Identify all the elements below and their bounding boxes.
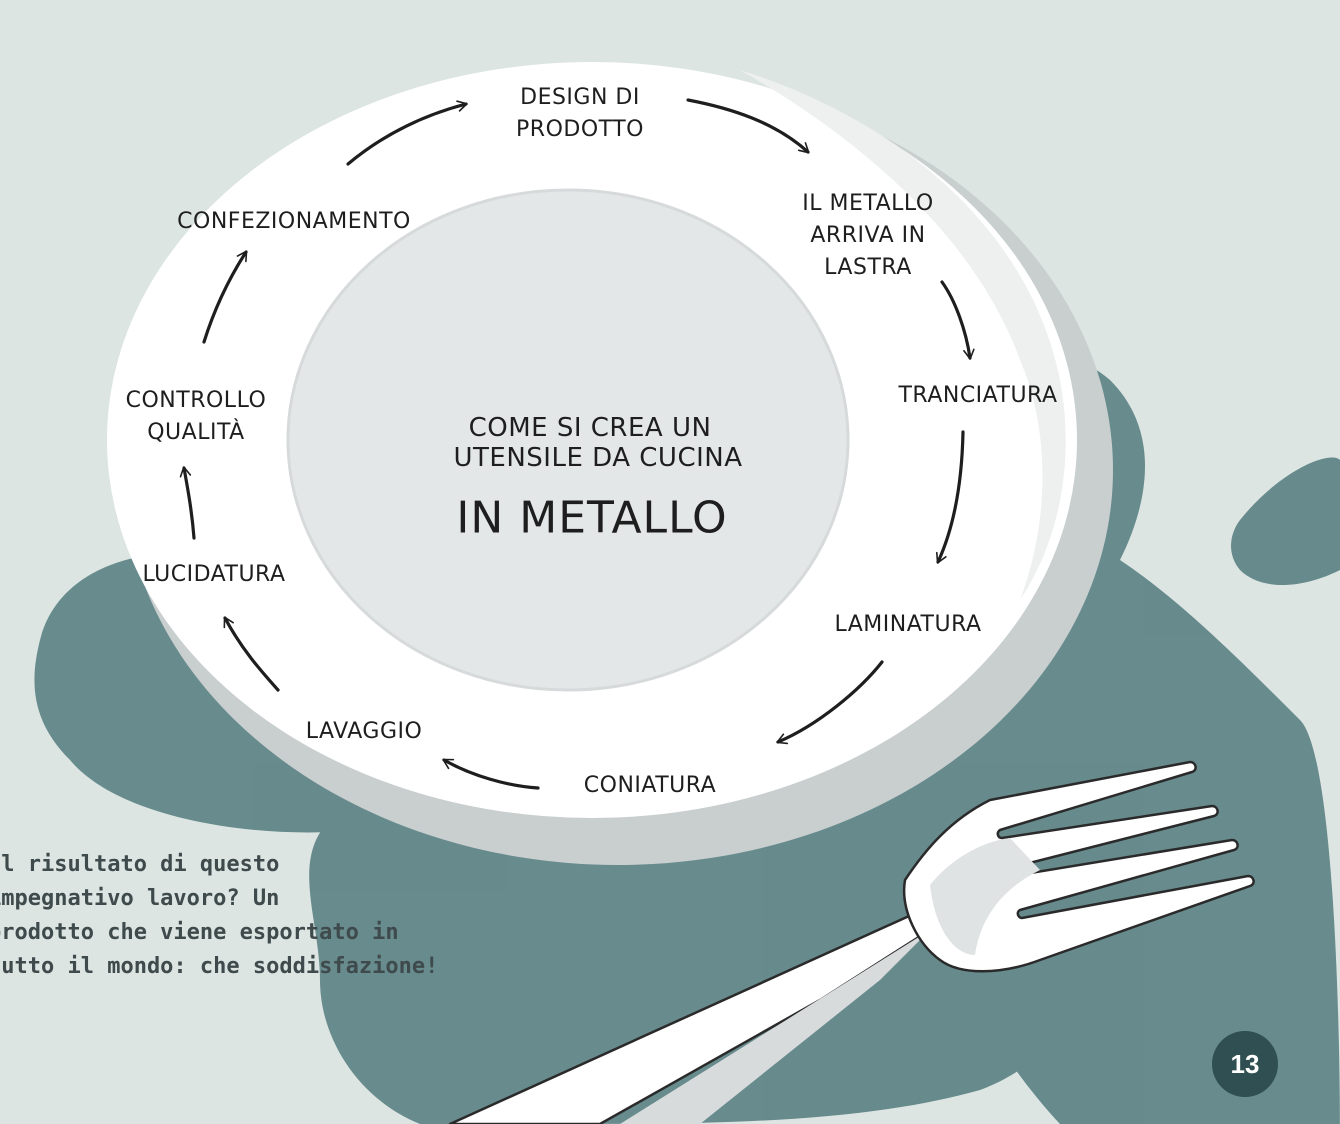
center-title-line3: in metallo bbox=[456, 492, 728, 544]
plate-rim-shade bbox=[740, 70, 1066, 600]
step-coniatura: Coniatura bbox=[583, 773, 717, 798]
step-controllo-qualita: Controllo qualità bbox=[125, 388, 267, 445]
arrow-lamin-to-coniat bbox=[776, 660, 884, 745]
plate-well bbox=[288, 190, 848, 690]
center-title-line2: utensile da cucina bbox=[453, 443, 743, 473]
arrow-contr-to-confez bbox=[202, 250, 248, 344]
fork-head-shade bbox=[930, 838, 1040, 955]
arrow-coniat-to-lavag bbox=[442, 758, 540, 790]
fork-handle-shine bbox=[620, 930, 930, 1124]
fork bbox=[448, 760, 1255, 1124]
step-design-di-prodotto: Design di prodotto bbox=[516, 85, 644, 142]
step-laminatura: Laminatura bbox=[834, 612, 982, 637]
fork-head bbox=[902, 760, 1255, 973]
caption-text: Il risultato di questo impegnativo lavor… bbox=[0, 852, 439, 979]
cycle-arrows bbox=[179, 98, 975, 790]
arrow-design-to-metal bbox=[686, 98, 810, 154]
center-title-line1: Come si crea un bbox=[468, 413, 712, 443]
arrow-lavag-to-lucid bbox=[223, 616, 280, 692]
step-tranciatura: Tranciatura bbox=[898, 383, 1058, 408]
step-lucidatura: Lucidatura bbox=[142, 562, 286, 587]
step-il-metallo-arriva-in-lastra: Il metallo arriva in lastra bbox=[802, 191, 934, 280]
plate-well-edge bbox=[286, 188, 850, 692]
arrow-trancia-to-lamin bbox=[935, 430, 965, 564]
step-confezionamento: Confezionamento bbox=[177, 209, 411, 234]
page-number-badge: 13 bbox=[1212, 1031, 1278, 1097]
arrow-lucid-to-contr bbox=[179, 466, 196, 540]
arrow-confez-to-design bbox=[346, 100, 468, 166]
arrow-metal-to-trancia bbox=[940, 280, 975, 360]
step-lavaggio: Lavaggio bbox=[305, 719, 423, 744]
